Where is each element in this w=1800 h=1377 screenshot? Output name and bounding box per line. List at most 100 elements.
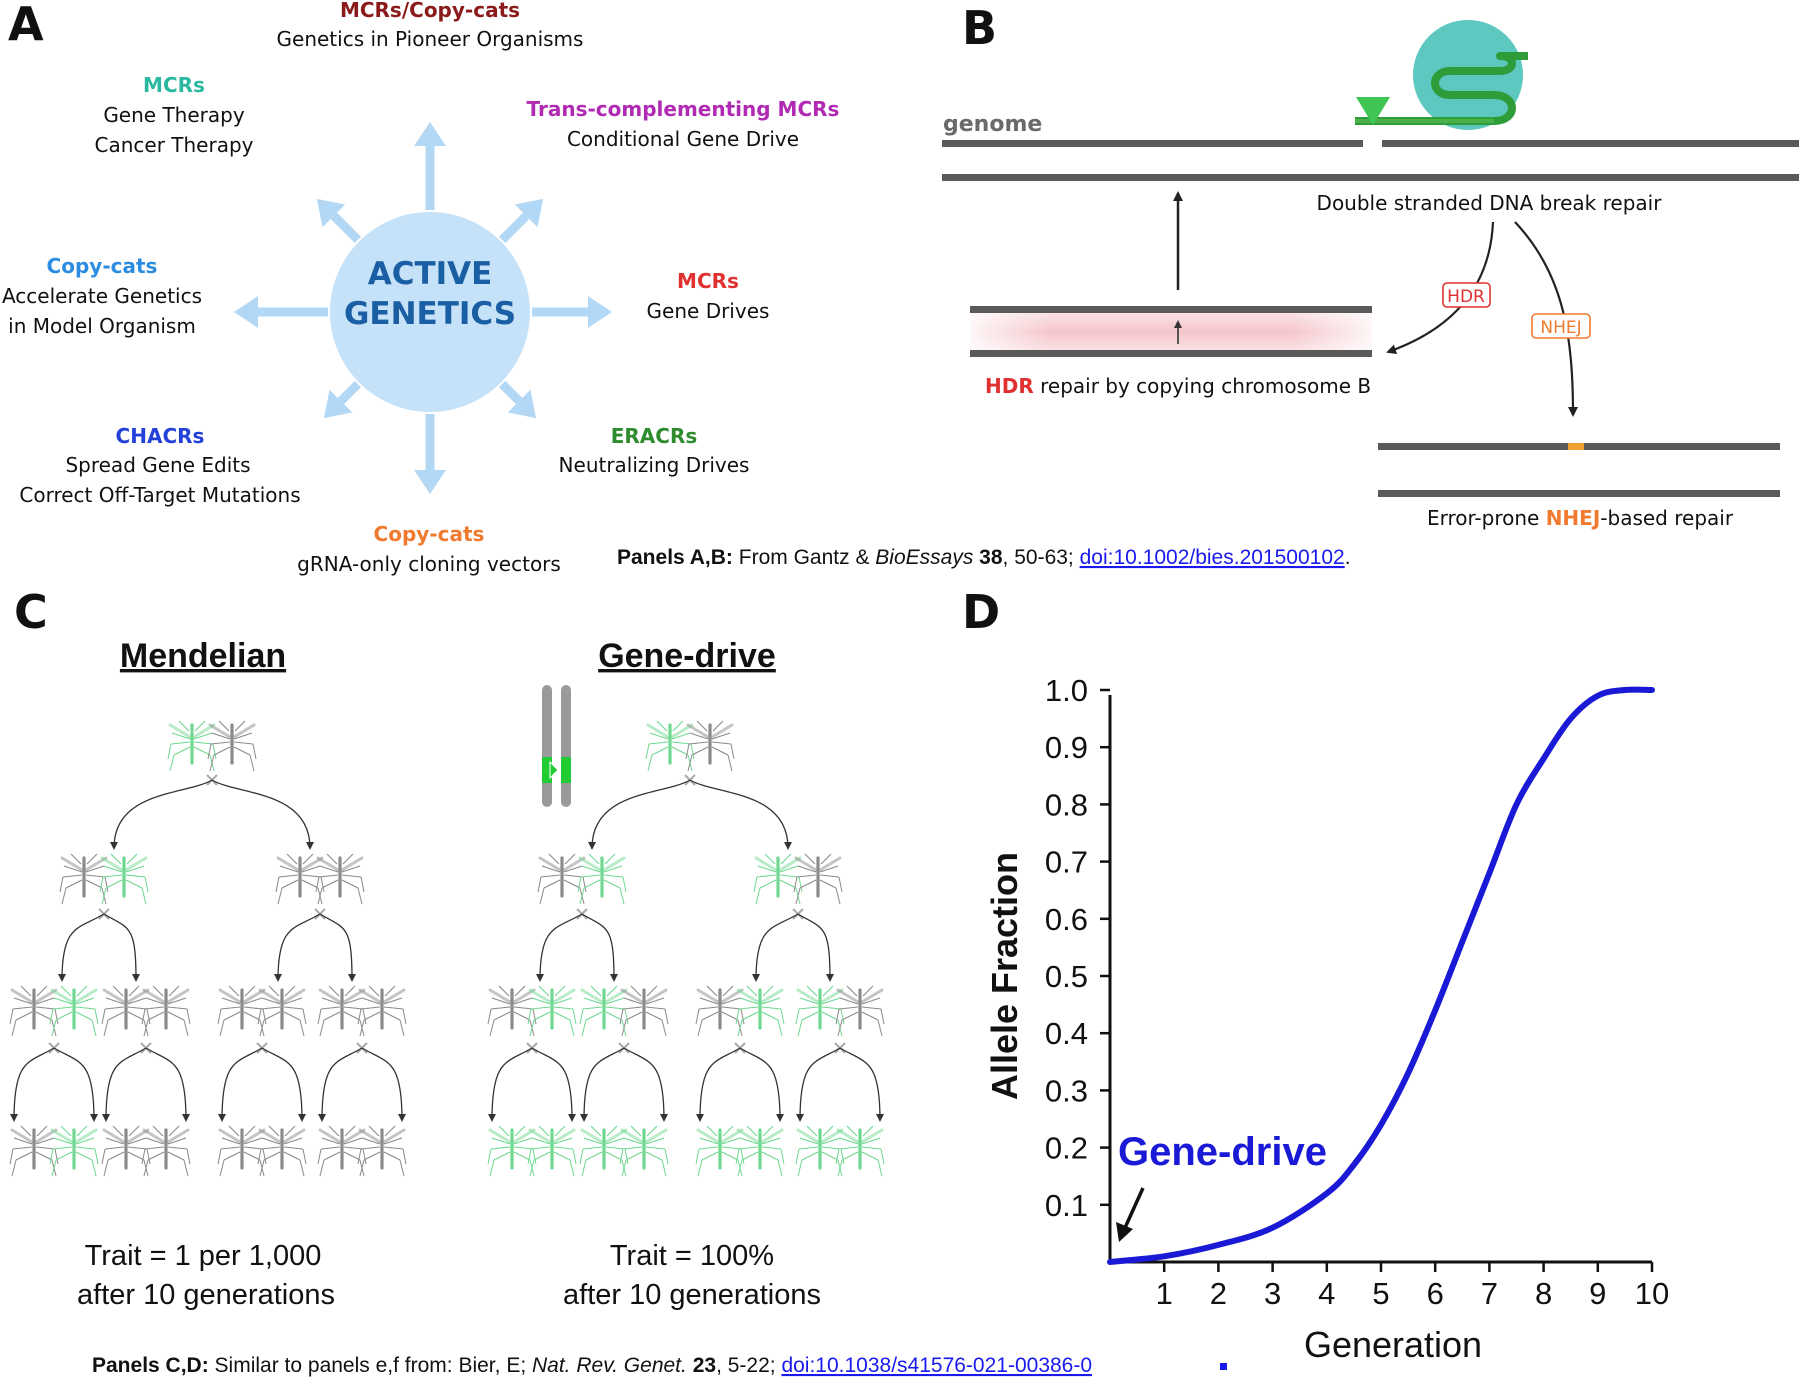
label-top: MCRs/Copy-cats Genetics in Pioneer Organ… [277, 0, 584, 51]
nhej-caption-colored: NHEJ [1546, 506, 1601, 530]
descent-line [318, 1047, 363, 1122]
descent-line [689, 779, 792, 850]
citation-cd-italic: Nat. Rev. Genet. [532, 1354, 687, 1377]
x-tick-label: 2 [1210, 1276, 1227, 1311]
arrowhead-bottom-left [323, 389, 353, 419]
label-right: MCRs Gene Drives [647, 269, 770, 323]
panel-a-letter: A [8, 0, 44, 51]
cas9-complex [1355, 20, 1528, 130]
descent-line [274, 913, 321, 982]
descent-line [839, 1047, 884, 1122]
active-genetics-line1: ACTIVE [368, 256, 493, 292]
nhej-caption-pre: Error-prone [1427, 506, 1546, 530]
descent-line [797, 913, 834, 982]
mosquito-carrier [526, 1124, 578, 1178]
citation-ab-vol: 38 [973, 546, 1003, 569]
arrowhead-top [414, 122, 446, 146]
nhej-strand-bottom [1378, 490, 1780, 497]
label-bottom-right-line1: Neutralizing Drives [559, 453, 750, 477]
citation-cd-rest: , 5-22; [716, 1354, 781, 1377]
citation-ab-pre: From Gantz & [733, 546, 875, 569]
label-bottom-left-line1: Spread Gene Edits [65, 453, 250, 477]
descent-line [580, 1047, 625, 1122]
label-right-title: MCRs [677, 269, 739, 293]
x-tick-label: 1 [1156, 1276, 1173, 1311]
citation-ab: Panels A,B: From Gantz & BioEssays 38, 5… [617, 546, 1351, 569]
descent-line [739, 1047, 784, 1122]
mosquito-carrier [734, 984, 786, 1038]
label-left-line1: Accelerate Genetics [2, 284, 202, 308]
citation-cd-bold: Panels C,D: [92, 1354, 209, 1377]
chromosome-left-drive [542, 757, 552, 783]
mosquito-carrier [48, 984, 100, 1038]
citation-cd-vol: 23 [687, 1354, 716, 1377]
label-bottom-line1: gRNA-only cloning vectors [297, 552, 561, 576]
y-tick-label: 0.9 [1045, 730, 1088, 765]
mosquito-wildtype [536, 852, 588, 906]
mosquito-carrier [834, 1124, 886, 1178]
mosquito-carrier [486, 1124, 538, 1178]
panel-d-letter: D [962, 585, 1000, 639]
mosquito-carrier [576, 852, 628, 906]
nhej-caption: Error-prone NHEJ-based repair [1427, 506, 1734, 530]
arrowhead-bottom-right [507, 389, 537, 419]
mosquito-carrier [578, 984, 630, 1038]
nhej-indel-mark [1568, 443, 1584, 450]
mosquito-carrier [618, 1124, 670, 1178]
mosquito-wildtype [792, 852, 844, 906]
mosquito-wildtype [834, 984, 886, 1038]
mosquito-carrier [98, 852, 150, 906]
x-tick-label: 5 [1372, 1276, 1389, 1311]
mosquito-carrier [48, 1124, 100, 1178]
panel-b-letter: B [962, 1, 997, 55]
y-tick-label: 0.7 [1045, 845, 1088, 880]
label-top-left-title: MCRs [143, 73, 205, 97]
annotation-arrow-shaft [1122, 1187, 1145, 1231]
homolog-strand-bottom [970, 350, 1372, 357]
nhej-tag-box [1531, 313, 1591, 339]
label-bottom-left: CHACRs Spread Gene Edits Correct Off-Tar… [19, 424, 300, 507]
y-tick-label: 0.6 [1045, 902, 1088, 937]
chromosome-drive-marker [549, 760, 559, 780]
panel-a-arrows [234, 122, 612, 494]
pedigree-lines [10, 774, 884, 1122]
mosquito-carrier [752, 852, 804, 906]
mosquito-wildtype [8, 1124, 60, 1178]
drive-caption-line2: after 10 generations [563, 1279, 821, 1311]
drive-caption-line1: Trait = 100% [610, 1240, 774, 1272]
label-top-title: MCRs/Copy-cats [340, 0, 520, 22]
citation-ab-rest: , 50-63; [1003, 546, 1080, 569]
label-left-line2: in Model Organism [8, 314, 196, 338]
gene-drive-curve [1107, 686, 1655, 1265]
descent-line [145, 1047, 190, 1122]
hdr-caption: HDR repair by copying chromosome B [985, 374, 1371, 398]
nhej-caption-post: -based repair [1600, 506, 1734, 530]
active-genetics-line2: GENETICS [344, 296, 516, 332]
citation-ab-bold: Panels A,B: [617, 546, 733, 569]
arrow-top-right [498, 212, 530, 244]
mosquito-wildtype [100, 1124, 152, 1178]
x-axis-title: Generation [1304, 1324, 1482, 1365]
mendelian-caption-line1: Trait = 1 per 1,000 [85, 1240, 322, 1272]
label-bottom-title: Copy-cats [374, 522, 485, 546]
citation-cd-link[interactable]: doi:10.1038/s41576-021-00386-0 [781, 1354, 1092, 1377]
chromosome-left [542, 685, 552, 807]
citation-ab-link[interactable]: doi:10.1002/bies.201500102 [1080, 546, 1345, 569]
descent-line [218, 1047, 263, 1122]
arrow-bottom-left [337, 380, 362, 405]
pedigree-mosquitoes [8, 719, 886, 1178]
mosquito-carrier [794, 1124, 846, 1178]
homolog-strand-top [970, 306, 1372, 313]
arrowhead-right [588, 296, 612, 328]
hdr-caption-colored: HDR [985, 374, 1034, 398]
x-tick-label: 8 [1535, 1276, 1552, 1311]
descent-line [102, 1047, 147, 1122]
descent-line [261, 1047, 306, 1122]
arrowhead-left [234, 296, 258, 328]
descent-line [796, 1047, 841, 1122]
guide-rna-strand [1355, 52, 1528, 125]
label-bottom-left-line2: Correct Off-Target Mutations [19, 483, 300, 507]
descent-line [211, 779, 314, 850]
